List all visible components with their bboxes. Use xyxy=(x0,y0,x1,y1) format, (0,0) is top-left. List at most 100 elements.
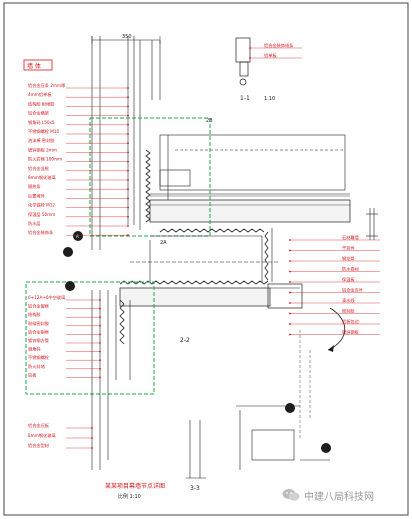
scale-label: 1:10 xyxy=(264,96,275,102)
watermark-text: 中建八局科技网 xyxy=(304,492,374,503)
annotation-label: 8mm钢化玻璃 xyxy=(28,174,56,181)
leader-dot xyxy=(99,376,101,379)
upper-insulation-hatch xyxy=(145,149,151,223)
leader-dot xyxy=(127,234,129,237)
annotation-label: 防火岩棉 100mm xyxy=(28,156,62,163)
annotation-label: 铝合金型材 xyxy=(28,442,49,449)
leader-dot xyxy=(289,249,291,252)
leader-dot xyxy=(127,225,129,227)
annotation-label: 钢角码 xyxy=(28,346,41,353)
annotation-label: 铝板 xyxy=(28,371,37,378)
annotation-label: 防水层 xyxy=(28,220,41,227)
leader-dot xyxy=(99,299,101,301)
lower-slab xyxy=(119,283,303,309)
leader-dot xyxy=(289,323,291,325)
lower-insulation-hatch xyxy=(119,299,125,345)
annotation-label: 结构胶 xyxy=(28,311,41,318)
leader-dot xyxy=(249,47,251,49)
annotation-label: 铝合金压条 2mm厚 xyxy=(28,82,65,89)
annotation-label: 镀锌钢板 xyxy=(342,329,360,336)
annotation-label: 保温板 xyxy=(342,276,355,283)
annotation-label: 干挂件 xyxy=(342,245,355,252)
leader-dot xyxy=(289,239,291,241)
leader-dot xyxy=(127,151,129,154)
leader-dot xyxy=(127,114,129,117)
leader-dot xyxy=(289,281,291,283)
leader-dot xyxy=(127,96,129,99)
leader-dot xyxy=(91,437,93,439)
leader-dot xyxy=(289,260,291,262)
annotation-label: 钢龙骨 xyxy=(342,255,355,262)
annotation-label: 隔热条 xyxy=(28,183,41,190)
leader-dot xyxy=(127,197,129,200)
annotation-label: 铝合金窗框 xyxy=(28,303,50,310)
annotation-label: 铝单板 xyxy=(264,52,277,59)
annotation-label: 结构胶 耐候胶 xyxy=(28,100,54,107)
annotation-label: 钢角码 L50x5 xyxy=(28,119,55,126)
annotation-label: 防水卷材 xyxy=(342,266,359,273)
section-label-lower: 2-2 xyxy=(180,337,190,344)
leader-dot xyxy=(127,169,129,172)
section-label-bottom: 3-3 xyxy=(190,485,200,492)
annotation-label: 铝合金装饰条 xyxy=(28,229,54,236)
middle-wall-lines xyxy=(130,228,280,282)
leader-dot xyxy=(289,291,291,294)
leader-dot xyxy=(127,105,129,108)
annotation-label: 4mm铝单板 xyxy=(28,91,52,98)
leader-dot xyxy=(99,324,101,327)
annotation-label: 滴水线 xyxy=(342,297,355,304)
annotation-label: 后置埋件 xyxy=(28,192,45,199)
annotation-label: 镀锌钢方管 xyxy=(28,337,49,344)
leader-dot xyxy=(99,359,101,362)
annotation-label: 化学锚栓 M12 xyxy=(28,202,55,209)
sheet-border xyxy=(3,2,409,516)
leader-dot xyxy=(249,57,251,59)
section-label-upper: 1-1 xyxy=(240,95,250,102)
annotation-label: 密封胶 xyxy=(342,308,355,315)
leader-dot xyxy=(289,312,291,315)
annotation-label: 不锈钢螺栓 M10 xyxy=(28,128,60,135)
upper-floor-slab xyxy=(149,193,351,223)
callout-arrowhead xyxy=(328,345,334,352)
title-box-label: 墙 体 xyxy=(27,62,41,70)
leader-dot xyxy=(127,215,129,218)
annotation-group-lower: 6+12A+6中空玻璃铝合金窗框结构胶耐候密封胶铝合金副框镀锌钢方管钢角码不锈钢… xyxy=(28,294,101,378)
bottom-detail xyxy=(186,405,330,479)
vertical-hatch-right xyxy=(264,231,269,281)
annotation-label: 6+12A+6中空玻璃 xyxy=(28,294,65,301)
leader-dot xyxy=(127,87,129,89)
detail-mark-a: 2A xyxy=(160,240,167,246)
north-label: A xyxy=(76,234,79,239)
upper-beam-box xyxy=(159,134,346,200)
section-bubbles xyxy=(63,231,331,453)
annotation-label: 铝合金压板 xyxy=(28,422,50,429)
leader-dot xyxy=(99,307,101,310)
leader-dot xyxy=(91,427,93,429)
leader-dot xyxy=(127,206,129,209)
annotation-label: 保温层 50mm xyxy=(28,211,55,218)
leader-dot xyxy=(289,302,291,304)
edge-detail xyxy=(366,208,378,240)
right-guide-lines xyxy=(299,330,311,440)
annotation-label: 铝合金横梁 xyxy=(28,110,50,117)
annotation-label: 铝合金百叶 xyxy=(342,287,364,294)
middle-insulation-hatch xyxy=(159,228,265,233)
leader-dot xyxy=(289,270,291,273)
annotation-label: 不锈钢螺栓 xyxy=(28,354,50,361)
lower-curtain-wall xyxy=(91,290,131,470)
annotation-label: 铝合金竖框 xyxy=(28,165,50,172)
annotation-label: 防火封堵 xyxy=(28,363,46,370)
top-dimension xyxy=(91,36,161,44)
annotation-label: 耐候密封胶 xyxy=(28,320,49,327)
lower-guide-box xyxy=(25,281,155,395)
annotation-label: 铝板包边 xyxy=(342,318,360,325)
detail-mark-b: 2B xyxy=(206,118,213,124)
leader-dot xyxy=(91,447,93,449)
leader-dot xyxy=(127,179,129,181)
annotation-label: 镀锌钢板 2mm xyxy=(28,146,57,153)
leader-dot xyxy=(99,342,101,344)
drawing-caption-sub: 比例 1:10 xyxy=(118,493,141,500)
